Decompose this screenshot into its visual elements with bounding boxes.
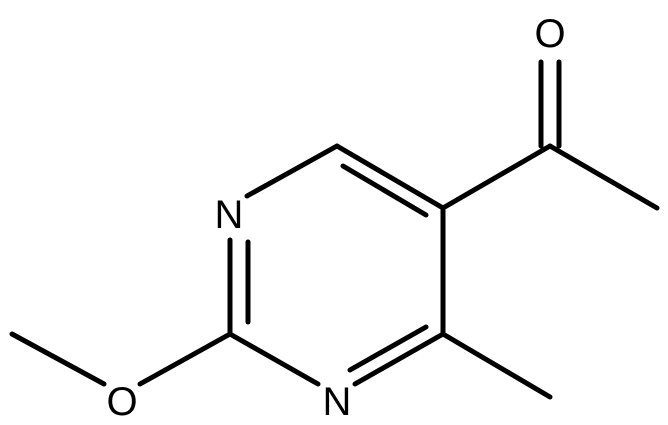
atom-label-o-methoxy: O: [106, 380, 137, 424]
bond-carbonyl-methyl: [547, 143, 660, 211]
bond-c2-o-methoxy: [137, 331, 233, 387]
atom-label-o-carbonyl: O: [534, 12, 565, 56]
atom-label-n3: N: [323, 380, 352, 424]
atom-label-n1: N: [215, 193, 244, 237]
bond-c6-c5: [334, 143, 446, 211]
bond-c4-methyl: [440, 331, 553, 400]
bond-o-methyl: [9, 331, 107, 387]
bond-c4-n3-inner: [347, 324, 429, 373]
bond-c5-carbonyl-c: [440, 143, 553, 211]
bond-c4-n3: [352, 331, 446, 387]
bond-n1-c6: [244, 143, 340, 199]
bond-c6-c5-inner: [340, 163, 429, 218]
bond-n3-c2: [227, 331, 321, 387]
